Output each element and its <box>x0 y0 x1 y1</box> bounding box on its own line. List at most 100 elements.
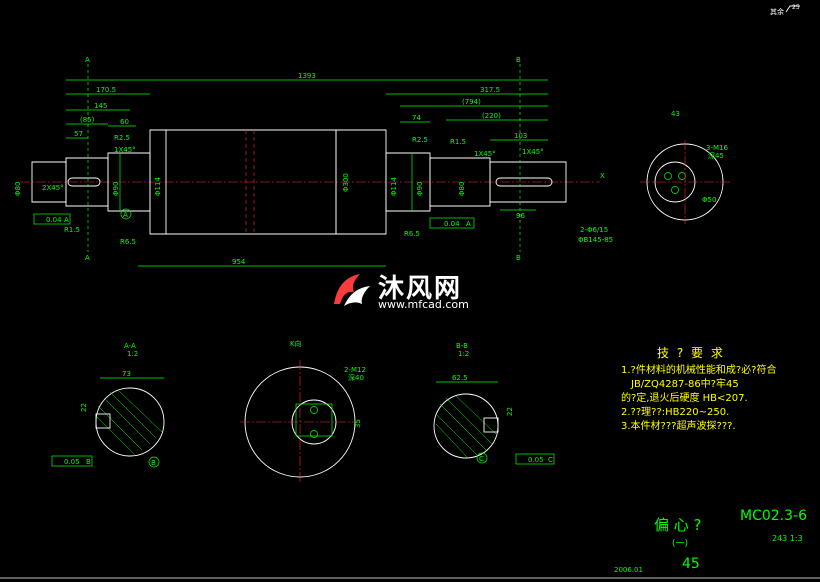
section-mark-b-bottom: B <box>516 254 521 262</box>
chamfer-right-1: 1X45° <box>522 148 544 156</box>
section-aa-title: A-A <box>124 342 136 350</box>
right-shaft-end <box>489 161 567 203</box>
k-view-hole-2 <box>310 430 318 438</box>
dim-left-170: 170.5 <box>96 86 116 94</box>
section-bb-ref: C <box>548 456 553 464</box>
title-drawing-code: MC02.3-6 <box>740 508 807 524</box>
radius-r65-right: R6.5 <box>404 230 420 238</box>
tolerance-ref-left: A <box>64 216 69 224</box>
tolerance-left: 0.04 <box>46 216 62 224</box>
dim-left-57: 57 <box>74 130 83 138</box>
title-date: 2006.01 <box>614 566 643 574</box>
radius-r25-right: R2.5 <box>412 136 428 144</box>
title-material: 45 <box>682 556 700 572</box>
datum-c-label: C <box>479 455 484 463</box>
requirement-line-3: 的?定,退火后硬度 HB<207. <box>621 393 748 404</box>
dim-right-794: (794) <box>462 98 481 106</box>
k-view-hole-1 <box>310 406 318 414</box>
section-bb-title: B-B <box>456 342 468 350</box>
section-bb-hatch <box>435 395 497 459</box>
radius-r15-left: R1.5 <box>64 226 80 234</box>
dim-right-317: 317.5 <box>480 86 500 94</box>
dim-left-60: 60 <box>120 118 129 126</box>
section-aa-73: 73 <box>122 370 131 378</box>
section-aa-scale: 1:2 <box>127 350 138 358</box>
end-thread-depth: 深45 <box>708 151 724 160</box>
watermark-logo-icon <box>334 274 370 306</box>
section-aa-view: A-A 1:2 73 22 0.05 B B <box>51 342 165 468</box>
right-bearing-seat <box>385 152 431 212</box>
datum-circle-a <box>120 208 132 220</box>
dim-center-954: 954 <box>232 258 246 266</box>
title-part-sub: (一) <box>672 539 689 549</box>
section-mark-a-top: A <box>85 56 90 64</box>
roll-body-right <box>335 129 387 235</box>
section-aa-hatch <box>95 389 163 455</box>
dim-dia-left-end: Φ80 <box>14 182 22 196</box>
section-mark-b-top: B <box>516 56 521 64</box>
chamfer-right-2: 1X45° <box>474 150 496 158</box>
shaft-elevation-view: A A B B X 1393 170.5 145 (85) 57 60 317.… <box>14 56 613 267</box>
radius-r15-right: R1.5 <box>450 138 466 146</box>
chamfer-left-2: 1X45° <box>114 146 136 154</box>
k-view-35: 35 <box>354 419 362 428</box>
right-keyway <box>495 177 553 187</box>
dim-right-74: 74 <box>412 114 421 122</box>
watermark-text: 沐风网 <box>378 274 463 304</box>
title-part-name: 偏 心 ? <box>654 516 702 534</box>
dim-len-96: 96 <box>516 212 525 220</box>
section-bb-tol: 0.05 <box>528 456 544 464</box>
section-bb-62: 62.5 <box>452 374 468 382</box>
datum-b-label: B <box>151 459 156 467</box>
dim-left-85: (85) <box>80 116 95 124</box>
section-bb-view: B-B 1:2 62.5 22 0.05 C C <box>433 342 555 465</box>
dim-dia-114-right: Φ114 <box>390 177 398 196</box>
roughness-symbol-icon <box>785 5 800 13</box>
section-bb-scale: 1:2 <box>458 350 469 358</box>
radius-r65-left: R6.5 <box>120 238 136 246</box>
k-view-depth: 深40 <box>348 373 364 382</box>
end-bolt-hole-1 <box>664 172 672 180</box>
right-journal <box>429 157 491 207</box>
tolerance-frame-left <box>33 213 71 225</box>
chamfer-left: 2X45° <box>42 184 64 192</box>
section-bb-22: 22 <box>506 407 514 416</box>
section-aa-ref: B <box>86 458 91 466</box>
section-aa-tol: 0.05 <box>64 458 80 466</box>
dim-left-145: 145 <box>94 102 107 110</box>
requirement-line-4: 2.??理??:HB220~250. <box>621 407 730 418</box>
k-view: K向 2-M12 深40 35 <box>240 339 366 484</box>
tolerance-frame-right <box>429 217 475 229</box>
datum-a-label: A <box>123 211 128 219</box>
end-bolt-hole-2 <box>678 172 686 180</box>
watermark: 沐风网 www.mfcad.com <box>330 268 490 316</box>
dim-dia-114-left: Φ114 <box>154 177 162 196</box>
corner-roughness-label: 其余 <box>770 7 784 16</box>
section-aa-keyway <box>95 413 111 429</box>
end-dim-43: 43 <box>671 110 680 118</box>
k-view-thread: 2-M12 <box>344 366 366 374</box>
dim-right-103: 103 <box>514 132 527 140</box>
k-view-title: K向 <box>290 339 302 348</box>
requirements-heading: 技 ? 要 求 <box>657 346 725 360</box>
section-aa-circle <box>95 387 165 457</box>
dim-overall: 1393 <box>298 72 316 80</box>
tolerance-right: 0.04 <box>444 220 460 228</box>
section-mark-a-bottom: A <box>85 254 90 262</box>
left-keyway <box>67 177 101 187</box>
radius-r25-left: R2.5 <box>114 134 130 142</box>
dim-right-220: (220) <box>482 112 501 120</box>
end-dia-50: Φ50 <box>702 196 716 204</box>
end-view: 43 3-M16 深45 Φ50 <box>640 110 730 224</box>
hole-note: 2-Φ6/15 <box>580 226 608 234</box>
hole-note-2: ΦB145-85 <box>578 236 613 244</box>
dim-dia-right-step: Φ90 <box>416 182 424 196</box>
dim-dia-right-end: Φ80 <box>458 182 466 196</box>
requirement-line-5: 3.本件材???超声波探???. <box>621 421 736 432</box>
view-mark-x: X <box>600 172 605 180</box>
section-bb-tol-frame <box>515 453 555 465</box>
requirement-line-1: 1.?件材料的机械性能和成?必?符合 <box>621 365 777 376</box>
section-aa-22: 22 <box>80 403 88 412</box>
datum-circle-c <box>476 452 488 464</box>
